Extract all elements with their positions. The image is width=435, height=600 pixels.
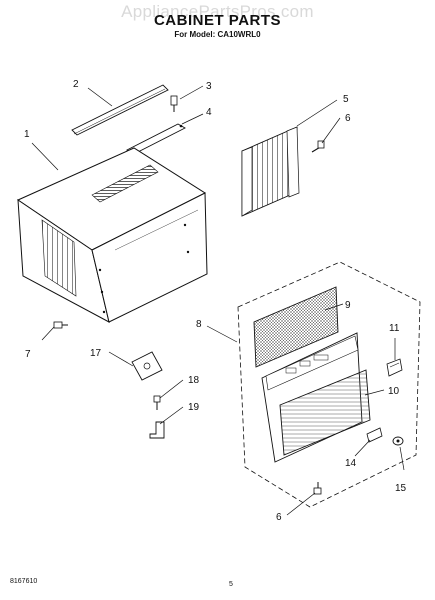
- screw-part-upper: [311, 140, 325, 153]
- rear-grille-part: [241, 126, 300, 217]
- callout-14: 14: [345, 458, 357, 469]
- callout-2: 2: [73, 79, 79, 90]
- callout-4: 4: [206, 107, 212, 118]
- document-number: 8167610: [10, 578, 38, 585]
- callout-7: 7: [25, 349, 31, 360]
- model-subtitle: For Model: CA10WRL0: [174, 30, 261, 39]
- callout-17: 17: [90, 348, 102, 359]
- cabinet-part: [16, 147, 208, 323]
- watermark-text: AppliancePartsPros.com: [121, 2, 314, 21]
- callout-10: 10: [388, 386, 400, 397]
- page-title: CABINET PARTS: [153, 12, 282, 29]
- knob-part: [392, 436, 404, 446]
- callout-3: 3: [206, 81, 212, 92]
- screw-part-side: [53, 321, 68, 329]
- clip-part: [366, 427, 383, 443]
- filter-part: [253, 286, 339, 368]
- screw-part-lower: [313, 482, 322, 495]
- support-bracket-part: [149, 421, 165, 439]
- mounting-bracket-part: [131, 351, 163, 381]
- callout-11: 11: [389, 323, 400, 334]
- callout-15: 15: [395, 483, 407, 494]
- callout-5: 5: [343, 94, 349, 105]
- callout-6-upper: 6: [345, 113, 351, 124]
- callout-18: 18: [188, 375, 200, 386]
- callout-9: 9: [345, 300, 351, 311]
- louver-part: [279, 369, 371, 456]
- control-knob-part: [386, 358, 403, 377]
- callout-1: 1: [24, 129, 30, 140]
- leader-lines: [31, 85, 405, 516]
- front-assembly-boundary: [237, 261, 421, 508]
- screw-part-18: [153, 395, 161, 410]
- page-number: 5: [229, 581, 233, 588]
- callout-8: 8: [196, 319, 202, 330]
- top-rail-part: [71, 84, 169, 136]
- screw-part: [170, 95, 178, 112]
- callout-19: 19: [188, 402, 200, 413]
- callout-6-lower: 6: [276, 512, 282, 523]
